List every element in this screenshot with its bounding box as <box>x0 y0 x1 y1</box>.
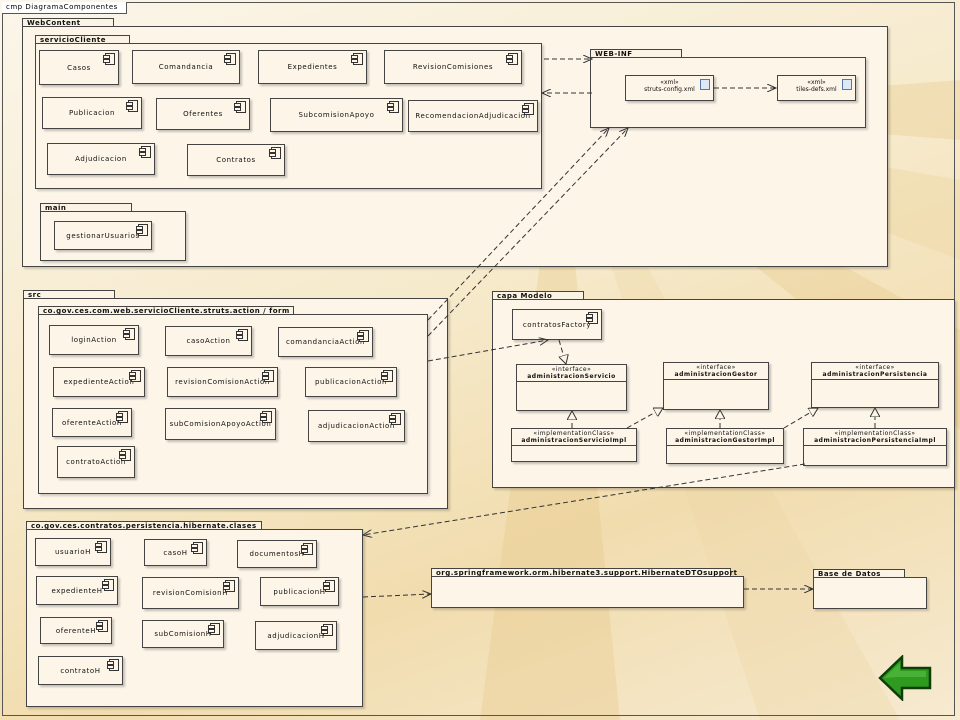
impl-administracion-gestor[interactable]: «implementationClass»administracionGesto… <box>666 428 784 464</box>
impl-administracion-servicio[interactable]: «implementationClass»administracionServi… <box>511 428 637 462</box>
component-caso-action[interactable]: casoAction <box>165 326 252 356</box>
component-contrato-action[interactable]: contratoAction <box>57 446 135 478</box>
component-subcomision-h[interactable]: subComisionH <box>142 620 224 648</box>
component-icon <box>357 330 369 342</box>
xml-file-icon <box>842 79 852 90</box>
component-icon <box>260 411 272 423</box>
component-icon <box>262 370 274 382</box>
component-icon <box>389 413 401 425</box>
package-base-de-datos-body <box>813 577 927 609</box>
component-publicacion[interactable]: Publicacion <box>42 97 142 129</box>
package-hibernate-dto-support-body <box>431 576 744 608</box>
component-icon <box>223 580 235 592</box>
component-icon <box>102 579 114 591</box>
component-oferente-h[interactable]: oferenteH <box>40 617 112 644</box>
component-icon <box>351 53 363 65</box>
component-icon <box>136 224 148 236</box>
component-comandancia[interactable]: Comandancia <box>132 50 240 84</box>
component-expediente-action[interactable]: expedienteAction <box>53 367 145 397</box>
component-icon <box>119 449 131 461</box>
component-adjudicacion[interactable]: Adjudicacion <box>47 143 155 175</box>
component-icon <box>126 100 138 112</box>
component-revision-comision-h[interactable]: revisionComisionH <box>142 577 239 609</box>
component-login-action[interactable]: loginAction <box>49 325 139 355</box>
component-icon <box>506 53 518 65</box>
component-revision-comision-action[interactable]: revisionComisionAction <box>167 367 278 397</box>
component-icon <box>387 101 399 113</box>
component-recomendacion-adjudicacion[interactable]: RecomendacionAdjudicacion <box>408 100 538 132</box>
component-icon <box>107 659 119 671</box>
component-contratos[interactable]: Contratos <box>187 144 285 176</box>
component-icon <box>586 312 598 324</box>
component-publicacion-h[interactable]: publicacionH <box>260 577 339 606</box>
component-documentos-h[interactable]: documentosH <box>237 540 317 568</box>
component-icon <box>96 620 108 632</box>
component-icon <box>301 543 313 555</box>
component-caso-h[interactable]: casoH <box>144 539 207 566</box>
component-icon <box>129 370 141 382</box>
component-icon <box>123 328 135 340</box>
component-oferente-action[interactable]: oferenteAction <box>52 408 132 437</box>
component-casos[interactable]: Casos <box>39 50 119 85</box>
interface-administracion-gestor[interactable]: «interface»administracionGestor <box>663 362 769 410</box>
diagram-title: cmp DiagramaComponentes <box>2 2 127 14</box>
component-expediente-h[interactable]: expedienteH <box>36 576 118 605</box>
component-revision-comisiones[interactable]: RevisionComisiones <box>384 50 522 84</box>
component-contratos-factory[interactable]: contratosFactory <box>512 309 602 340</box>
component-icon <box>139 146 151 158</box>
artifact-struts-config[interactable]: «xml» struts-config.xml <box>625 75 714 101</box>
component-gestionar-usuarios[interactable]: gestionarUsuarios <box>54 221 152 250</box>
component-expedientes[interactable]: Expedientes <box>258 50 367 84</box>
impl-administracion-persistencia[interactable]: «implementationClass»administracionPersi… <box>803 428 947 466</box>
component-adjudicacion-action[interactable]: adjudicacionAction <box>308 410 405 442</box>
package-hibernate-dto-support[interactable]: org.springframework.orm.hibernate3.suppo… <box>431 568 744 608</box>
component-usuario-h[interactable]: usuarioH <box>35 538 111 566</box>
component-icon <box>208 623 220 635</box>
component-icon <box>381 370 393 382</box>
component-icon <box>234 101 246 113</box>
artifact-tiles-defs[interactable]: «xml» tiles-defs.xml <box>777 75 856 101</box>
component-icon <box>191 542 203 554</box>
component-icon <box>321 624 333 636</box>
xml-file-icon <box>700 79 710 90</box>
component-subcomision-apoyo-action[interactable]: subComisionApoyoAction <box>165 408 276 440</box>
interface-administracion-servicio[interactable]: «interface»administracionServicio <box>516 364 627 411</box>
component-icon <box>103 53 115 65</box>
component-icon <box>224 53 236 65</box>
component-contrato-h[interactable]: contratoH <box>38 656 123 685</box>
back-arrow-button[interactable] <box>878 655 932 701</box>
component-adjudicacion-h[interactable]: adjudicacionH <box>255 621 337 650</box>
component-publicacion-action[interactable]: publicacionAction <box>305 367 397 397</box>
component-comandancia-action[interactable]: comandanciaAction <box>278 327 373 357</box>
component-icon <box>269 147 281 159</box>
component-icon <box>323 580 335 592</box>
interface-administracion-persistencia[interactable]: «interface»administracionPersistencia <box>811 362 939 408</box>
component-icon <box>95 541 107 553</box>
component-icon <box>522 103 534 115</box>
component-subcomision-apoyo[interactable]: SubcomisionApoyo <box>270 98 403 132</box>
package-base-de-datos[interactable]: Base de Datos <box>813 569 927 609</box>
component-oferentes[interactable]: Oferentes <box>156 98 250 130</box>
component-icon <box>236 329 248 341</box>
component-icon <box>116 411 128 423</box>
